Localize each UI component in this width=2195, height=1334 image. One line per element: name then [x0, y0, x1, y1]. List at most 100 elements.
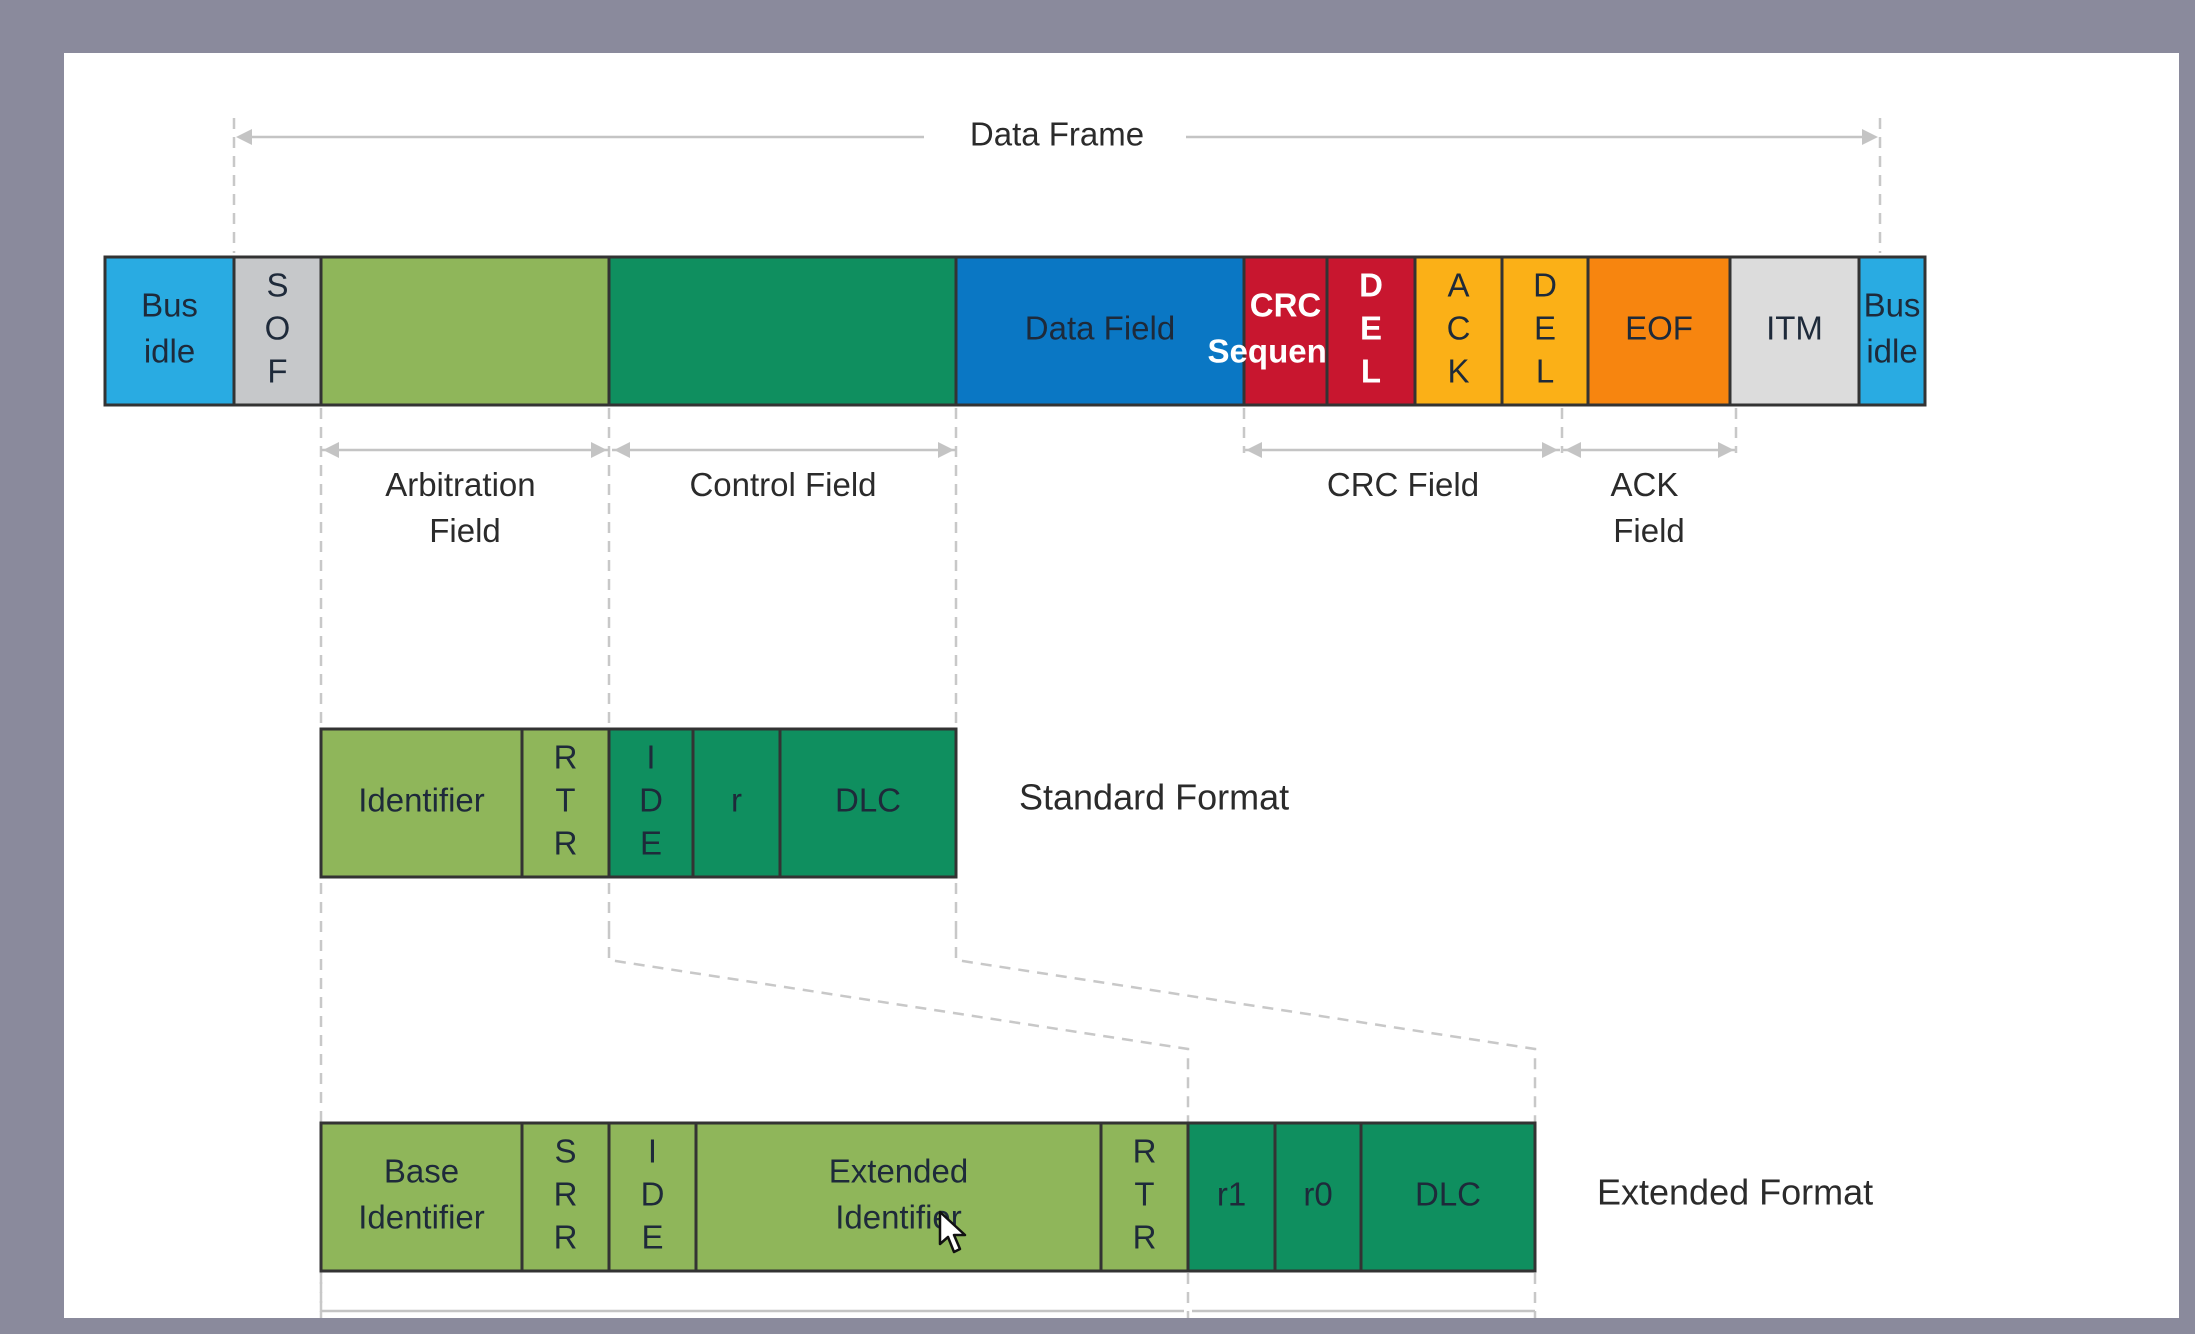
arbitration-field-label: Arbitration Field	[385, 466, 545, 549]
ext-dlc-label: DLC	[1415, 1176, 1481, 1213]
std-rtr-label: R	[554, 739, 578, 776]
top-bus-idle-start-label: idle	[144, 333, 195, 370]
top-control-block	[607, 255, 958, 407]
ext-srr-block	[520, 1121, 611, 1273]
top-crc-sequence-block	[1242, 255, 1329, 407]
top-data-field-label: Data Field	[1025, 310, 1175, 347]
top-control-cell	[607, 255, 958, 407]
top-bus-idle-start-block	[103, 255, 236, 407]
top-arbitration-block	[319, 255, 611, 407]
top-itm-cell: ITM	[1728, 255, 1861, 407]
ext-r1-block	[1186, 1121, 1277, 1273]
ext-r0-label: r0	[1303, 1176, 1332, 1213]
ext-r0-block	[1273, 1121, 1363, 1273]
ext-r1-label: r1	[1217, 1176, 1246, 1213]
std-identifier-block	[319, 727, 524, 879]
top-sof-label: F	[267, 353, 287, 390]
ext-dlc-block	[1359, 1121, 1537, 1273]
ext-ide-label: I	[648, 1133, 657, 1170]
std-identifier-label: Identifier	[358, 782, 485, 819]
top-ack-del-block	[1500, 255, 1590, 407]
top-ack-label: K	[1447, 353, 1469, 390]
top-ack-cell: ACK	[1413, 255, 1504, 407]
top-crc-del-label: D	[1359, 267, 1383, 304]
can-data-frame-diagram: Data Frame	[103, 116, 1927, 1318]
std-dlc-block	[778, 727, 958, 879]
ext-r0-cell: r0	[1273, 1121, 1363, 1273]
top-itm-block	[1728, 255, 1861, 407]
top-ack-block	[1413, 255, 1504, 407]
std-r-label: r	[731, 782, 742, 819]
top-crc-del-cell: DEL	[1325, 255, 1417, 407]
ext-srr-label: S	[554, 1133, 576, 1170]
mouse-pointer-icon	[938, 1210, 967, 1254]
top-data-field-cell: Data Field	[954, 255, 1246, 407]
top-ack-del-cell: DEL	[1500, 255, 1590, 407]
standard-format-label: Standard Format	[1019, 777, 1289, 818]
top-bus-idle-end-block	[1857, 255, 1927, 407]
top-data-field-block	[954, 255, 1246, 407]
top-bus-idle-end-label: Bus	[1864, 287, 1921, 324]
data-frame-span: Data Frame	[232, 116, 1882, 253]
top-bus-idle-end-cell: Bus idle	[1857, 255, 1927, 407]
top-ack-del-label: D	[1533, 267, 1557, 304]
top-crc-del-label: E	[1360, 310, 1382, 347]
extended-format-label: Extended Format	[1597, 1172, 1873, 1213]
ack-field-label: ACK Field	[1610, 466, 1687, 549]
ext-rtr-label: R	[1133, 1219, 1157, 1256]
std-dlc-cell: DLC	[778, 727, 958, 879]
std-ide-label: D	[639, 782, 663, 819]
top-bus-idle-end-label: idle	[1866, 333, 1917, 370]
crc-field-label: CRC Field	[1327, 466, 1479, 503]
ext-ide-label: E	[641, 1219, 663, 1256]
top-crc-sequence-label: CRC	[1250, 287, 1322, 324]
top-sof-label: S	[266, 267, 288, 304]
std-r-cell: r	[691, 727, 782, 879]
std-identifier-cell: Identifier	[319, 727, 524, 879]
ext-extended-identifier-label: Extended	[829, 1153, 968, 1190]
ext-extended-identifier-block	[694, 1121, 1103, 1273]
ext-r1-cell: r1	[1186, 1121, 1277, 1273]
top-eof-cell: EOF	[1586, 255, 1732, 407]
ext-rtr-label: R	[1133, 1133, 1157, 1170]
top-ack-del-label: E	[1534, 310, 1556, 347]
top-crc-del-block	[1325, 255, 1417, 407]
std-rtr-block	[520, 727, 611, 879]
top-sof-cell: SOF	[232, 255, 323, 407]
ext-base-identifier-label: Identifier	[358, 1199, 485, 1236]
std-ide-cell: IDE	[607, 727, 695, 879]
field-dimension-arrows	[321, 408, 1738, 458]
ext-srr-label: R	[554, 1219, 578, 1256]
std-rtr-cell: RTR	[520, 727, 611, 879]
data-frame-title: Data Frame	[970, 116, 1144, 153]
field-labels: Arbitration Field Control Field CRC Fiel…	[385, 466, 1687, 549]
std-ide-label: E	[640, 825, 662, 862]
std-rtr-label: R	[554, 825, 578, 862]
top-bus-idle-start-cell: Bus idle	[103, 255, 236, 407]
top-ack-del-label: L	[1536, 353, 1554, 390]
ext-srr-label: R	[554, 1176, 578, 1213]
ext-ide-label: D	[641, 1176, 665, 1213]
std-dlc-label: DLC	[835, 782, 901, 819]
top-bus-idle-start-label: Bus	[141, 287, 198, 324]
top-crc-del-label: L	[1361, 353, 1381, 390]
ext-rtr-cell: RTR	[1099, 1121, 1190, 1273]
vertical-guides	[319, 408, 1537, 1318]
ext-rtr-label: T	[1134, 1176, 1154, 1213]
diagram-canvas: Data Frame	[64, 53, 2179, 1318]
ext-base-identifier-block	[319, 1121, 524, 1273]
std-ide-label: I	[646, 739, 655, 776]
extended-format-row: BaseIdentifierSRRIDEExtendedIdentifierRT…	[319, 1121, 1537, 1273]
std-rtr-label: T	[555, 782, 575, 819]
top-sof-block	[232, 255, 323, 407]
ext-base-identifier-label: Base	[384, 1153, 459, 1190]
top-sof-label: O	[265, 310, 291, 347]
ext-dlc-cell: DLC	[1359, 1121, 1537, 1273]
std-r-block	[691, 727, 782, 879]
top-itm-label: ITM	[1766, 310, 1823, 347]
control-field-label: Control Field	[689, 466, 876, 503]
